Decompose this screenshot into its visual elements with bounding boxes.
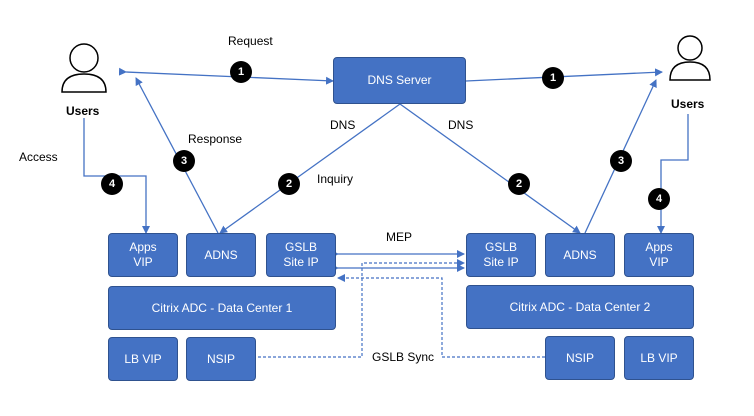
step-badge-4-right: 4 [648,188,670,210]
users-label-right: Users [671,97,705,111]
step-badge-3-right: 3 [610,150,632,172]
lb-vip-2-box: LB VIP [624,336,694,380]
dns-server-box: DNS Server [333,57,466,104]
gslb-site-ip-2-box: GSLB Site IP [466,233,536,277]
nsip-2-box: NSIP [545,336,615,380]
step-badge-1-right: 1 [542,67,564,89]
gslb-site-ip-1-box: GSLB Site IP [266,233,336,277]
adns-1-box: ADNS [186,233,256,277]
access-arrow-right [657,114,689,234]
dns-label-right: DNS [448,118,474,132]
step-badge-4-left: 4 [101,173,123,195]
response-label: Response [188,132,243,146]
inquiry-label: Inquiry [317,172,354,186]
apps-vip-1-box: Apps VIP [108,233,178,277]
user-icon-left [61,43,107,93]
step-badge-3-left: 3 [173,150,195,172]
data-center-1-box: Citrix ADC - Data Center 1 [108,286,336,330]
request-arrow-left [118,67,334,85]
adns-2-box: ADNS [545,233,615,277]
user-icon-right [669,35,711,81]
lb-vip-1-box: LB VIP [108,337,178,381]
mep-label: MEP [386,230,413,244]
apps-vip-2-box: Apps VIP [624,233,694,277]
dns-label-left: DNS [330,118,356,132]
dns-inquiry-arrow-right [399,103,581,234]
gslb-sync-line-left [258,259,465,358]
dns-inquiry-arrow-left [219,103,401,234]
access-label: Access [19,150,58,164]
gslb-sync-line-right [337,274,545,358]
users-label-left: Users [66,104,100,118]
nsip-1-box: NSIP [186,337,256,381]
gslb-sync-label: GSLB Sync [372,350,435,364]
data-center-2-box: Citrix ADC - Data Center 2 [466,285,694,329]
request-label: Request [228,34,273,48]
step-badge-2-right: 2 [508,173,530,195]
request-arrow-right [458,68,663,86]
step-badge-1-left: 1 [230,61,252,83]
step-badge-2-left: 2 [278,173,300,195]
